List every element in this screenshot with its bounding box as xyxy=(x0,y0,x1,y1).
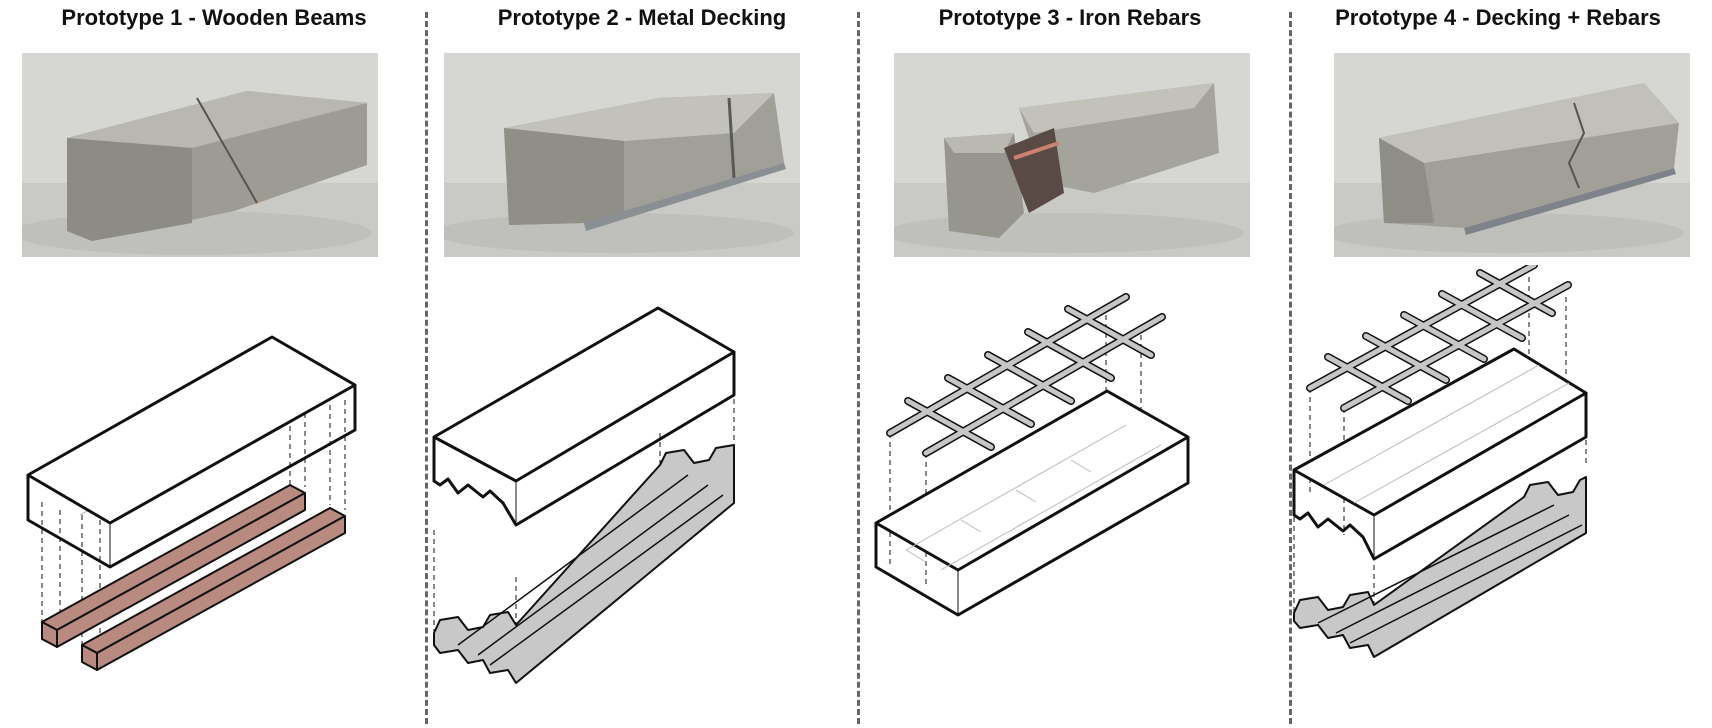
rebar-grid xyxy=(886,293,1166,457)
prototype-1-photo xyxy=(22,53,378,257)
prototype-3-photo xyxy=(894,53,1250,257)
panel-divider-2 xyxy=(857,12,860,724)
prototype-1-exploded-diagram xyxy=(0,265,428,690)
prototype-panel-1: Prototype 1 - Wooden Beams xyxy=(0,0,428,728)
prototype-3-title: Prototype 3 - Iron Rebars xyxy=(938,5,1202,30)
prototype-2-photo xyxy=(444,53,800,257)
metal-decking xyxy=(433,444,735,684)
prototype-4-title: Prototype 4 - Decking + Rebars xyxy=(1335,5,1661,30)
prototype-panel-4: Prototype 4 - Decking + Rebars xyxy=(1284,0,1712,728)
prototype-3-exploded-diagram xyxy=(856,265,1284,690)
prototype-4-photo xyxy=(1334,53,1690,257)
panel-divider-1 xyxy=(425,12,428,724)
metal-decking xyxy=(1293,476,1587,658)
rebar-grid xyxy=(1306,261,1572,412)
prototype-4-exploded-diagram xyxy=(1284,261,1712,690)
prototype-panel-3: Prototype 3 - Iron Rebars xyxy=(856,0,1284,728)
prototype-2-title: Prototype 2 - Metal Decking xyxy=(497,5,787,30)
panel-divider-3 xyxy=(1289,12,1292,724)
prototype-2-exploded-diagram xyxy=(428,265,856,690)
prototype-panel-2: Prototype 2 - Metal Decking xyxy=(428,0,856,728)
prototype-1-title: Prototype 1 - Wooden Beams xyxy=(61,5,367,30)
